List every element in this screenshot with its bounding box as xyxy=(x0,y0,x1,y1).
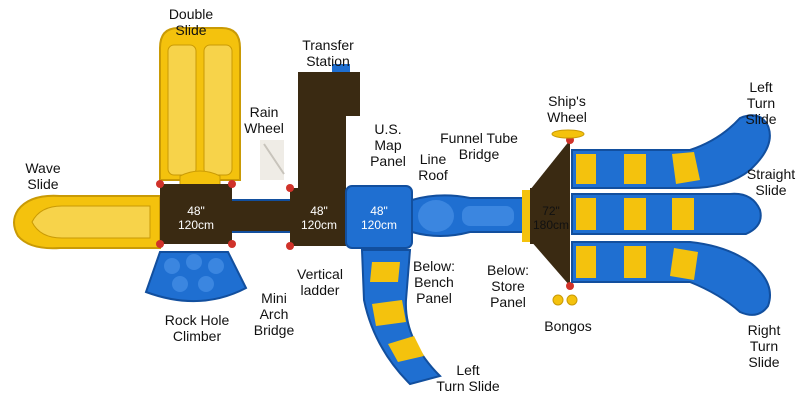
rain-wheel xyxy=(260,140,285,180)
straight-slide xyxy=(571,192,762,235)
rock-hole-climber xyxy=(144,251,248,303)
label-left-turn-slide-top: Left Turn Slide xyxy=(745,79,777,127)
label-rain-wheel: Rain Wheel xyxy=(244,104,284,136)
deck-2 xyxy=(286,184,346,250)
deck-4 xyxy=(530,136,574,290)
label-below-bench-panel: Below: Bench Panel xyxy=(412,258,456,306)
deck-4-height: 72" 180cm xyxy=(532,204,570,232)
label-vertical-ladder: Vertical ladder xyxy=(297,266,343,298)
label-right-turn-slide: Right Turn Slide xyxy=(747,322,781,370)
left-turn-slide-top xyxy=(571,114,771,189)
deck-1 xyxy=(156,180,236,248)
label-line-roof: Line Roof xyxy=(418,151,448,183)
label-us-map-panel: U.S. Map Panel xyxy=(370,121,406,169)
label-transfer-station: Transfer Station xyxy=(302,37,354,69)
label-straight-slide: Straight Slide xyxy=(746,166,796,198)
double-slide xyxy=(159,27,241,187)
mini-arch-bridge xyxy=(232,199,290,233)
deck-1-height: 48" 120cm xyxy=(177,204,215,232)
deck-2-height: 48" 120cm xyxy=(300,204,338,232)
deck-3-height: 48" 120cm xyxy=(360,204,398,232)
label-mini-arch-bridge: Mini Arch Bridge xyxy=(253,290,295,338)
label-double-slide: Double Slide xyxy=(168,6,214,38)
bongos xyxy=(552,294,578,306)
transfer-station xyxy=(298,64,360,188)
label-funnel-tube-bridge: Funnel Tube Bridge xyxy=(440,130,518,162)
left-turn-slide-bottom xyxy=(360,249,442,386)
label-ships-wheel: Ship's Wheel xyxy=(547,93,587,125)
wave-slide xyxy=(13,194,161,250)
funnel-tube-bridge xyxy=(411,190,530,242)
label-bongos: Bongos xyxy=(544,318,592,334)
label-below-store-panel: Below: Store Panel xyxy=(486,262,530,310)
label-left-turn-slide-bottom: Left Turn Slide xyxy=(436,362,500,394)
label-wave-slide: Wave Slide xyxy=(25,160,61,192)
right-turn-slide xyxy=(571,241,771,316)
ships-wheel xyxy=(551,129,585,139)
label-rock-hole-climber: Rock Hole Climber xyxy=(164,312,230,344)
